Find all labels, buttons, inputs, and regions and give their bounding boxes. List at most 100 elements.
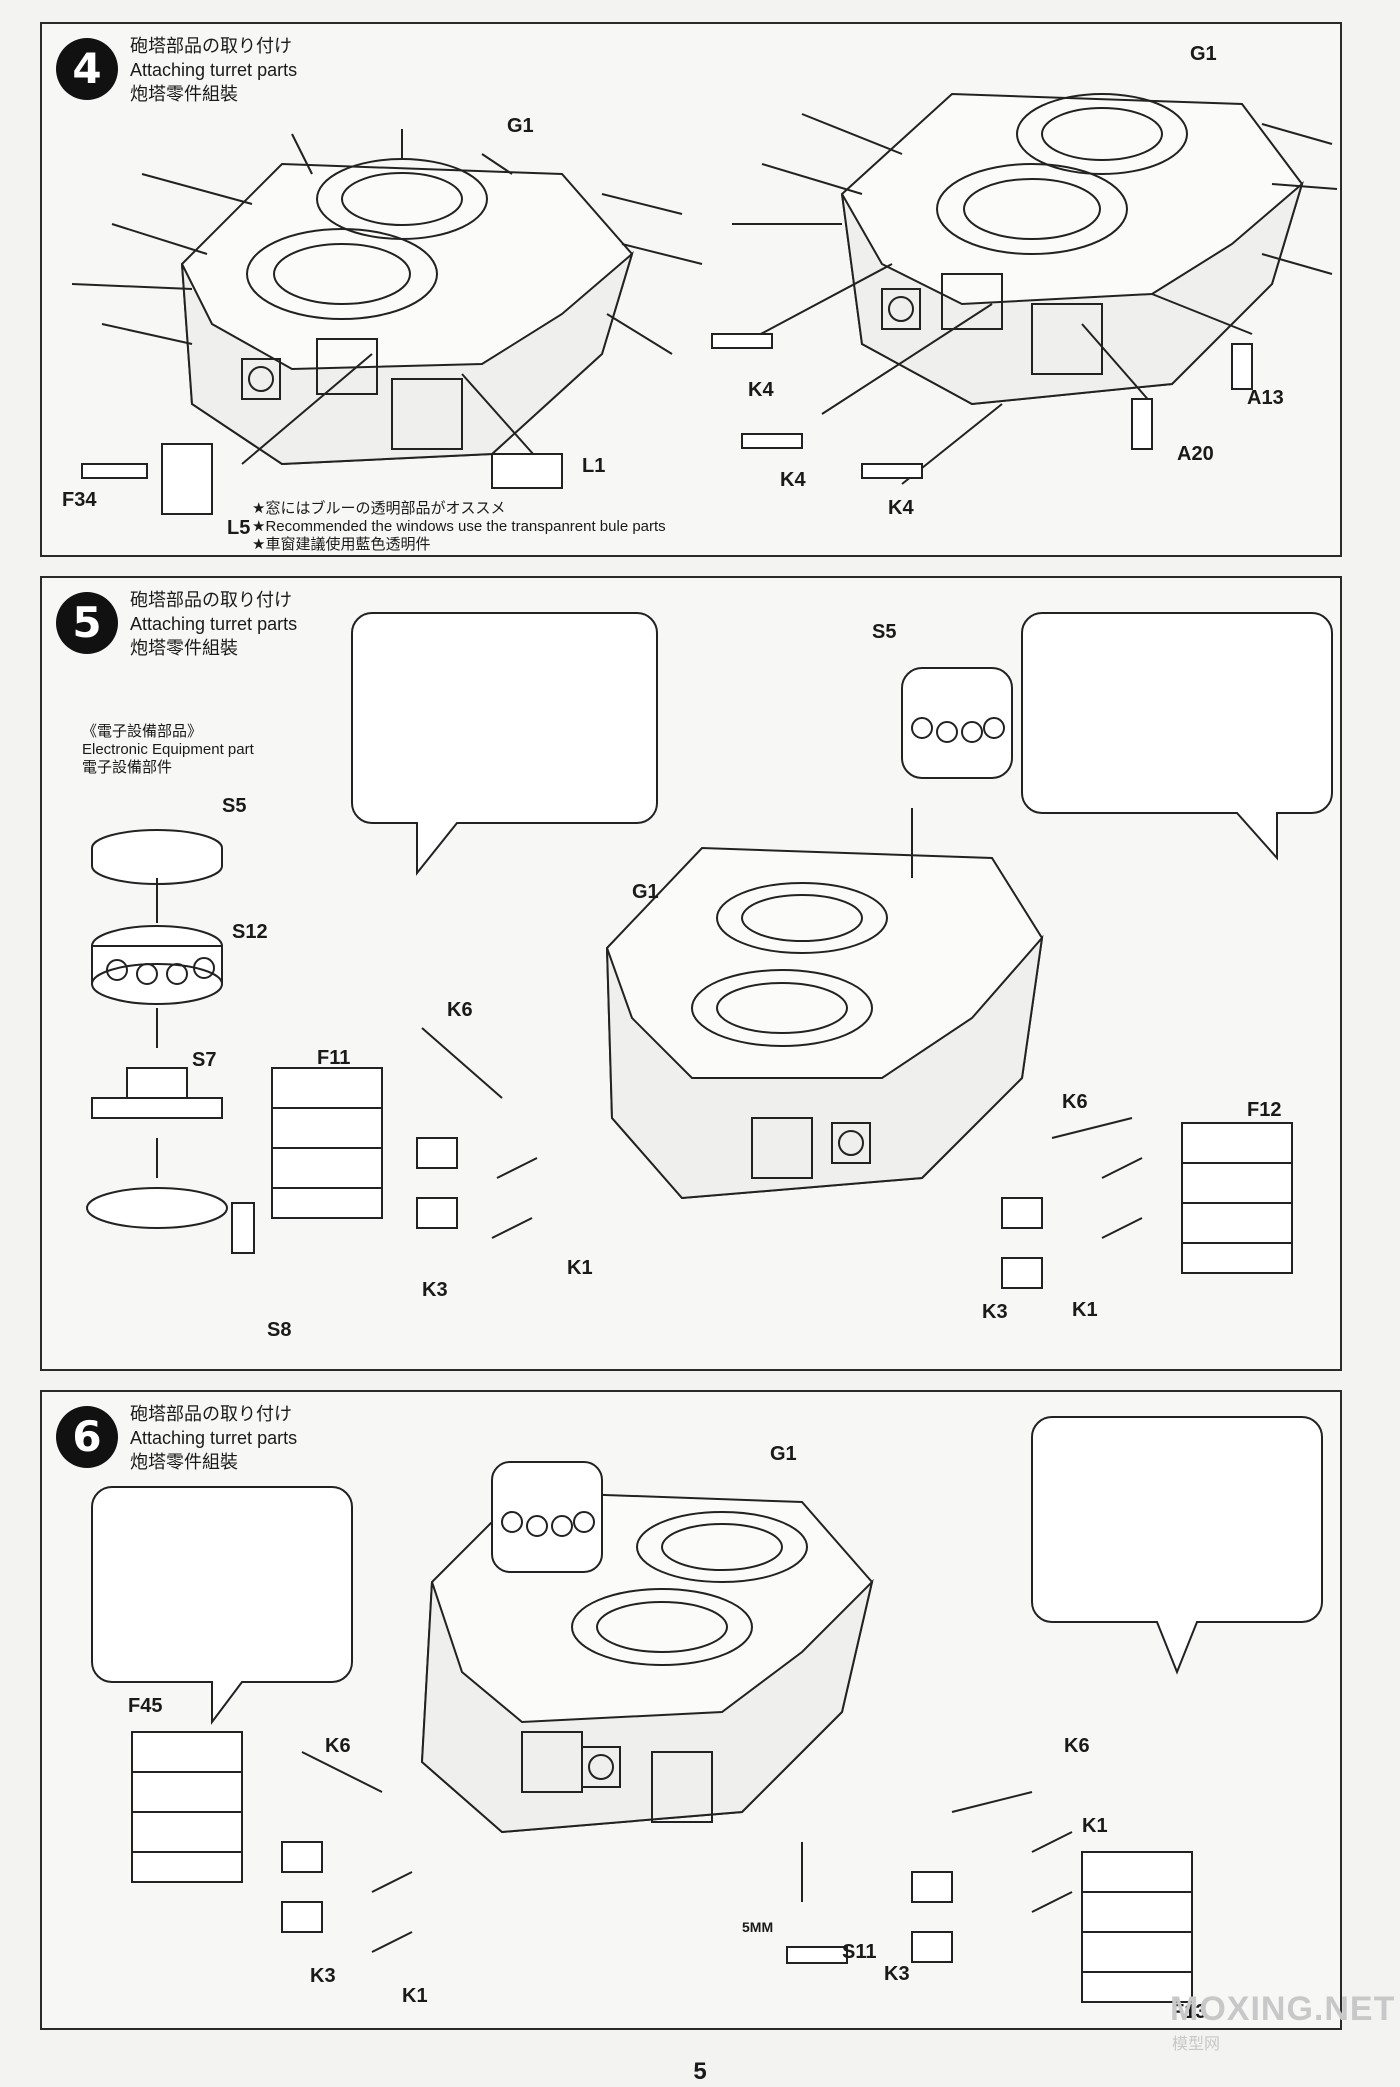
- part-K1-left: [371, 1871, 413, 1953]
- part-label: K3: [884, 1963, 910, 1985]
- subsection-ja: 《電子設備部品》: [82, 723, 203, 740]
- bin-rack-left: [271, 1067, 383, 1219]
- note-zh: ★車窗建議使用藍色透明件: [252, 536, 431, 553]
- part-label: A20: [1177, 443, 1214, 465]
- bin-rack-right: [1081, 1851, 1193, 2003]
- part-label: S8: [267, 1319, 291, 1341]
- step-number-badge: 5: [56, 592, 118, 654]
- part-label: K4: [780, 469, 806, 491]
- step-5-illustration: S5 S12 S7 S8 S5 G1 K6 F11 K3 K1 K6 F12 K…: [86, 612, 1333, 1341]
- note-en: ★Recommended the windows use the transpa…: [252, 518, 666, 535]
- part-S11: [786, 1842, 848, 1964]
- part-label: K4: [748, 379, 774, 401]
- detail-callout-right: [1031, 1416, 1323, 1675]
- part-label: F45: [128, 1695, 162, 1717]
- part-label: K4: [888, 497, 914, 519]
- turret-drawing-left: [71, 129, 703, 466]
- part-K3-right: [911, 1871, 953, 1963]
- part-label: S12: [232, 921, 268, 943]
- detail-callout-left: [91, 1486, 353, 1725]
- part-K6-left: [301, 1751, 383, 1793]
- detail-callout-right: [1021, 612, 1333, 861]
- part-K1-right: [1101, 1157, 1143, 1239]
- part-label: S11: [842, 1941, 876, 1963]
- part-label: K6: [1062, 1091, 1088, 1113]
- bin-rack-right: [1181, 1122, 1293, 1274]
- part-label: F12: [1247, 1099, 1281, 1121]
- part-label: A13: [1247, 387, 1284, 409]
- electronic-equipment-exploded-view: [86, 829, 255, 1254]
- part-A13: [1231, 343, 1253, 390]
- part-label: F11: [317, 1047, 350, 1069]
- part-label: G1: [1190, 43, 1217, 65]
- page-number: 5: [693, 2058, 707, 2085]
- step-title: 砲塔部品の取り付け Attaching turret parts 炮塔零件組裝: [130, 588, 297, 660]
- part-label: G1: [770, 1443, 797, 1465]
- part-label: K1: [402, 1985, 428, 2007]
- part-label: L5: [227, 517, 250, 539]
- part-K3-left: [416, 1137, 458, 1229]
- part-label: K3: [422, 1279, 448, 1301]
- part-K1-right: [1031, 1831, 1073, 1913]
- window-note: ★窓にはブルーの透明部品がオススメ ★Recommended the windo…: [252, 500, 666, 554]
- part-label: F13: [1172, 2001, 1206, 2023]
- turret-drawing: [605, 846, 1044, 1200]
- part-label: K6: [447, 999, 473, 1021]
- part-K4-b: [741, 433, 803, 449]
- step-4-illustration: G1 L1 L5 F34 G1 K4 K4 K4 A20 A13: [62, 43, 1338, 539]
- detail-callout-left: [351, 612, 658, 876]
- step-title: 砲塔部品の取り付け Attaching turret parts 炮塔零件組裝: [130, 1402, 297, 1474]
- part-label: K1: [567, 1257, 593, 1279]
- part-K6-right: [1051, 1117, 1133, 1139]
- part-L5-window: [161, 443, 213, 515]
- step-4-panel: 4 砲塔部品の取り付け Attaching turret parts 炮塔零件組…: [40, 22, 1342, 557]
- part-label: G1: [507, 115, 534, 137]
- part-label: K6: [1064, 1735, 1090, 1757]
- subsection-zh: 電子設備部件: [82, 759, 173, 776]
- part-label: K6: [325, 1735, 351, 1757]
- part-label: S7: [192, 1049, 216, 1071]
- electronic-equipment-heading: 《電子設備部品》 Electronic Equipment part 電子設備部…: [82, 723, 254, 777]
- part-label: K1: [1072, 1299, 1098, 1321]
- part-K3-left: [281, 1841, 323, 1933]
- step-title-ja: 砲塔部品の取り付け: [130, 590, 292, 610]
- step-title: 砲塔部品の取り付け Attaching turret parts 炮塔零件組裝: [130, 34, 297, 106]
- part-label: K3: [310, 1965, 336, 1987]
- part-K3-right: [1001, 1197, 1043, 1289]
- part-label: K1: [1082, 1815, 1108, 1837]
- step-5-panel: 5 砲塔部品の取り付け Attaching turret parts 炮塔零件組…: [40, 576, 1342, 1371]
- note-ja: ★窓にはブルーの透明部品がオススメ: [252, 500, 506, 517]
- bin-rack-left: [131, 1731, 243, 1883]
- step-title-ja: 砲塔部品の取り付け: [130, 36, 292, 56]
- step-title-zh: 炮塔零件組裝: [130, 84, 238, 104]
- step-6-illustration: G1 F45 K6 K3 K1 S11 K6 K1 K3 F13 5MM: [91, 1416, 1323, 2023]
- watermark-sub: 模型网: [1172, 2036, 1221, 2053]
- step-title-en: Attaching turret parts: [130, 60, 298, 80]
- part-L1-window: [491, 453, 563, 489]
- assembly-arrows-left: [241, 353, 543, 465]
- step-title-en: Attaching turret parts: [130, 1428, 298, 1448]
- subsection-en: Electronic Equipment part: [82, 741, 254, 758]
- part-label: L1: [582, 455, 605, 477]
- part-F34: [81, 463, 148, 479]
- part-S5-assembled: [901, 667, 1013, 878]
- turret-drawing: [420, 1490, 874, 1834]
- dimension-label: 5MM: [742, 1919, 773, 1935]
- step-title-zh: 炮塔零件組裝: [130, 638, 238, 658]
- watermark: MOXING.NET: [1170, 1990, 1396, 2028]
- step-number-badge: 4: [56, 38, 118, 100]
- step-title-ja: 砲塔部品の取り付け: [130, 1404, 292, 1424]
- electronic-equipment-installed: [491, 1461, 603, 1573]
- part-label: S5: [222, 795, 246, 817]
- part-K6-left: [421, 1027, 503, 1099]
- part-label: G1: [632, 881, 659, 903]
- part-K4-c: [861, 463, 923, 479]
- part-label: F34: [62, 489, 97, 511]
- step-6-panel: 6 砲塔部品の取り付け Attaching turret parts 炮塔零件組…: [40, 1390, 1342, 2030]
- part-K6-right: [951, 1791, 1033, 1813]
- part-A20: [1131, 398, 1153, 450]
- part-K1-left: [491, 1157, 538, 1239]
- part-label: K3: [982, 1301, 1008, 1323]
- part-K4-a: [711, 333, 773, 349]
- part-label: S5: [872, 621, 896, 643]
